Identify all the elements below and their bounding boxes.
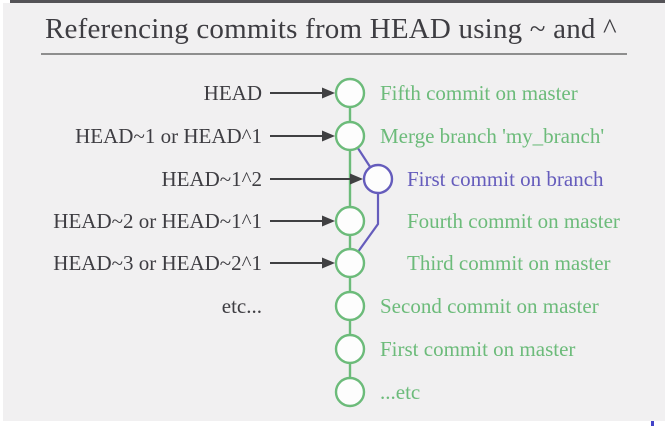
head-ref-label: HEAD~2 or HEAD~1^1 xyxy=(53,209,262,233)
commit-node xyxy=(334,376,366,408)
arrow-head-icon xyxy=(322,257,335,269)
arrow-head-icon xyxy=(350,173,363,185)
etc-label: etc... xyxy=(221,294,262,318)
head-ref-label: HEAD~3 or HEAD~2^1 xyxy=(53,251,262,275)
head-ref-label: HEAD~1 or HEAD^1 xyxy=(75,124,262,148)
arrow-head-icon xyxy=(322,87,335,99)
arrow-head-icon xyxy=(322,215,335,227)
commit-node xyxy=(334,247,366,279)
commit-node xyxy=(334,77,366,109)
branch-commit-node xyxy=(362,163,394,195)
head-ref-label: HEAD~1^2 xyxy=(161,167,262,191)
top-left-corner-gap xyxy=(0,0,10,3)
commit-message-label: First commit on branch xyxy=(407,167,604,191)
commit-node xyxy=(334,290,366,322)
commit-node xyxy=(334,333,366,365)
commit-message-label: First commit on master xyxy=(380,337,576,361)
commit-message-label: ...etc xyxy=(380,380,421,404)
commit-message-label: Fifth commit on master xyxy=(380,81,578,105)
commit-node xyxy=(334,120,366,152)
top-border-bar xyxy=(10,0,665,3)
arrow-head-icon xyxy=(322,130,335,142)
commit-node xyxy=(334,205,366,237)
diagram-title: Referencing commits from HEAD using ~ an… xyxy=(45,13,617,45)
commit-message-label: Third commit on master xyxy=(407,251,611,275)
commit-message-label: Fourth commit on master xyxy=(407,209,620,233)
cursor-artifact-dot xyxy=(651,421,654,426)
title-underline xyxy=(41,53,627,55)
commit-message-label: Second commit on master xyxy=(380,294,599,318)
head-ref-label: HEAD xyxy=(203,81,262,105)
background-panel xyxy=(3,0,665,421)
commit-message-label: Merge branch 'my_branch' xyxy=(380,124,605,148)
